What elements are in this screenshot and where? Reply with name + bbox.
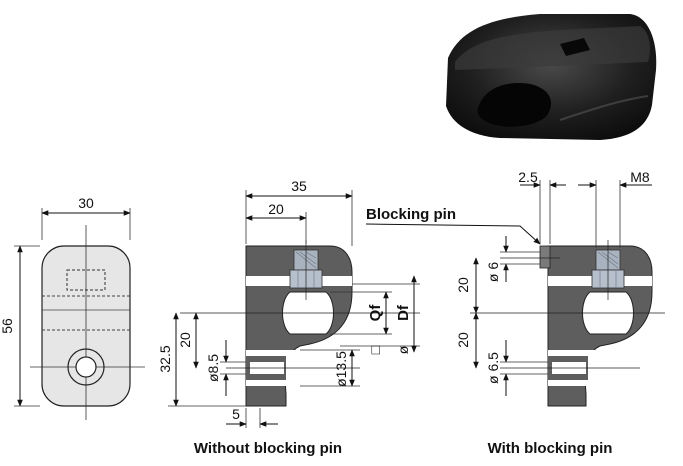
left-view-caption: Without blocking pin bbox=[194, 440, 342, 457]
left-width-35-label: 35 bbox=[291, 178, 307, 194]
diameter-symbol: ø bbox=[395, 345, 411, 354]
left-dia-13-5-label: ø13.5 bbox=[333, 351, 349, 387]
right-height-20-top-label: 20 bbox=[455, 277, 471, 293]
right-dia-6-label: ø 6 bbox=[485, 262, 501, 282]
left-height-32-5-label: 32.5 bbox=[157, 345, 173, 372]
cam-lever-photo bbox=[446, 14, 657, 140]
pin-offset-label: 2.5 bbox=[518, 169, 538, 185]
df-label: Df bbox=[395, 304, 412, 321]
blocking-pin-label: Blocking pin bbox=[366, 206, 456, 223]
right-view-caption: With blocking pin bbox=[488, 440, 613, 457]
left-width-20-label: 20 bbox=[268, 201, 284, 217]
right-dia-6-5-label: ø 6.5 bbox=[485, 352, 501, 384]
front-width-label: 30 bbox=[78, 195, 94, 211]
qf-label: Qf bbox=[367, 304, 384, 322]
left-height-20-label: 20 bbox=[177, 332, 193, 348]
thread-m8-label: M8 bbox=[630, 169, 650, 185]
square-symbol: □ bbox=[367, 345, 383, 354]
left-offset-5-label: 5 bbox=[232, 406, 240, 422]
left-dia-8-5-label: ø8.5 bbox=[205, 354, 221, 382]
front-view bbox=[14, 208, 145, 420]
left-section-view bbox=[168, 190, 420, 428]
right-section-view bbox=[365, 180, 665, 407]
right-height-20-bottom-label: 20 bbox=[455, 332, 471, 348]
front-height-label: 56 bbox=[0, 318, 15, 334]
